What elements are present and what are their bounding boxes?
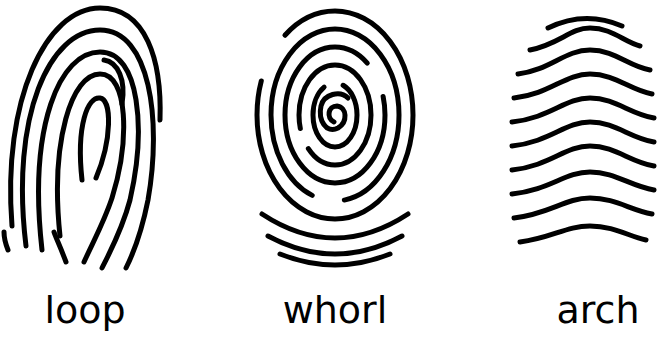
pattern-label: arch: [556, 290, 639, 332]
pattern-label: loop: [44, 290, 125, 332]
whorl-fingerprint: [257, 11, 413, 265]
arch-fingerprint: [512, 18, 654, 242]
pattern-label: whorl: [283, 290, 388, 332]
loop-fingerprint: [4, 8, 160, 268]
